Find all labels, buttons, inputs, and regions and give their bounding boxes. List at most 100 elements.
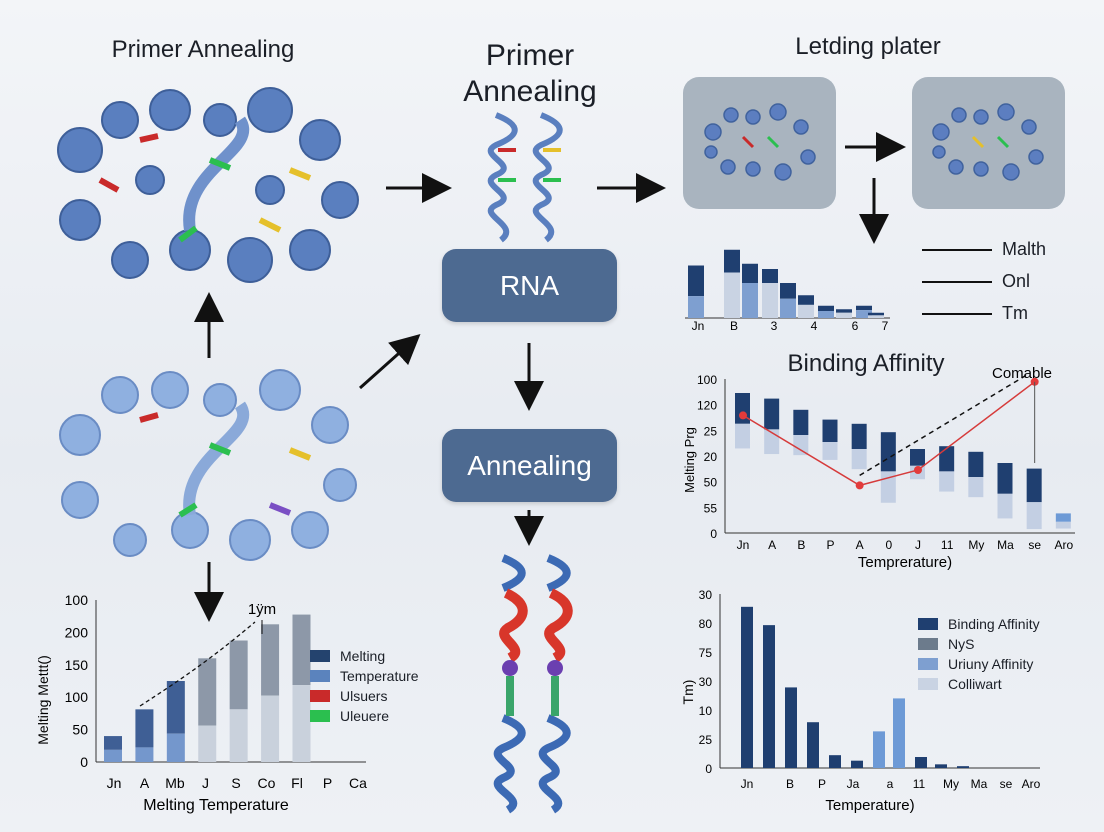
br-bar — [807, 722, 819, 768]
bl-bar-melting — [261, 624, 280, 696]
legend-item: NyS — [918, 634, 1040, 654]
ba-bar-high — [851, 423, 867, 449]
bl-bar-melting — [104, 736, 122, 750]
annealing-box: Annealing — [442, 429, 617, 502]
legend-label: Ulsuers — [340, 688, 388, 704]
legend-item: Temperature — [310, 666, 419, 686]
bl-tick: Ca — [349, 775, 367, 791]
tr-bar-high — [836, 309, 852, 313]
br-bar — [763, 625, 775, 768]
ba-dashed-trend — [859, 373, 1030, 477]
tr-legend-2: Onl — [1002, 271, 1031, 291]
legend-item: Colliwart — [918, 674, 1040, 694]
legend-label: Temperature — [340, 668, 419, 684]
helix-bottom — [493, 554, 573, 814]
legend-swatch — [310, 710, 330, 722]
tr-bar-low — [688, 296, 704, 318]
legend-item: Uleuere — [310, 706, 419, 726]
bl-bar-melting — [135, 709, 154, 748]
br-bar — [957, 766, 969, 768]
tr-bar-high — [724, 249, 740, 273]
bl-bar-temperature — [104, 749, 122, 762]
legend-swatch — [310, 650, 330, 662]
tr-bar-high — [798, 295, 814, 305]
bl-ytick: 0 — [80, 754, 88, 770]
br-ytick: 0 — [705, 762, 712, 776]
ba-bar-high — [910, 449, 925, 466]
ba-bar-low — [793, 435, 809, 456]
tr-bar-high — [688, 265, 704, 297]
br-ytick: 30 — [699, 675, 713, 689]
ba-bar-high — [1026, 468, 1042, 503]
tr-legend-3: Tm — [1002, 303, 1028, 323]
br-ytick: 10 — [699, 704, 713, 718]
br-tick: P — [818, 777, 826, 791]
bl-bar-temperature — [135, 747, 154, 762]
bl-bar-temperature — [166, 733, 185, 762]
ba-bar-low — [851, 449, 867, 470]
tr-bar-low — [742, 283, 758, 318]
bl-tick: Co — [258, 775, 276, 791]
br-bar — [915, 757, 927, 768]
legend-label: NyS — [948, 636, 975, 652]
title-center: Primer Annealing — [463, 39, 597, 108]
ba-bar-high — [822, 419, 838, 442]
bl-ytick: 50 — [72, 722, 88, 738]
legend-item: Uriuny Affinity — [918, 654, 1040, 674]
panel-left — [683, 77, 836, 209]
ba-ytick: 120 — [697, 399, 717, 413]
tr-legend-lines — [922, 249, 992, 315]
ba-annotation: Comable — [992, 365, 1052, 382]
title-right: Letding plater — [795, 33, 941, 60]
ba-bar-high — [764, 398, 780, 430]
bl-bar-temperature — [229, 709, 248, 762]
panel-molecules — [704, 103, 1044, 181]
tr-tick: 4 — [811, 319, 818, 332]
ba-bar-low — [822, 442, 838, 460]
legend-item: Melting — [310, 646, 419, 666]
legend-item: Ulsuers — [310, 686, 419, 706]
br-bar — [829, 755, 841, 768]
tr-bar-low — [780, 298, 796, 318]
tr-tick: Jn — [692, 319, 705, 332]
binding-title: Binding Affinity — [787, 350, 945, 377]
legend-label: Uriuny Affinity — [948, 656, 1034, 672]
tr-tick: 6 — [852, 319, 859, 332]
rna-box: RNA — [442, 249, 617, 322]
bl-trend — [139, 621, 256, 707]
ba-tick: My — [968, 538, 984, 552]
molecule-mid-left — [59, 369, 357, 561]
tr-bar-low — [798, 304, 814, 318]
br-bar — [873, 731, 885, 768]
title-left: Primer Annealing — [111, 36, 295, 63]
bl-tick: Jn — [107, 775, 122, 791]
legend-label: Uleuere — [340, 708, 390, 724]
tr-legend-1: Malth — [1002, 239, 1047, 259]
tr-bar-high — [742, 263, 758, 283]
tr-bar-low — [724, 272, 740, 318]
ba-bar-low — [968, 477, 984, 498]
ba-line-point — [1030, 377, 1039, 386]
ba-bar-low — [1026, 502, 1042, 530]
ba-line-point — [855, 481, 864, 490]
tr-bar-high — [780, 283, 796, 299]
ba-line-point — [739, 411, 747, 420]
ba-ytick: 55 — [704, 501, 718, 515]
br-bar — [893, 698, 905, 768]
ba-bar-low — [939, 471, 955, 492]
ba-tick: 0 — [885, 538, 892, 552]
tr-tick: 3 — [771, 319, 778, 332]
bl-bar-melting — [229, 640, 248, 710]
helix-top — [487, 112, 563, 243]
br-bar — [785, 687, 797, 768]
bl-ytick: 150 — [65, 657, 89, 673]
tr-tick: 7 — [882, 319, 889, 332]
ba-bar-high — [968, 451, 984, 477]
tr-bar-low — [818, 311, 834, 318]
br-bar — [741, 606, 753, 768]
bl-bar-temperature — [261, 695, 280, 762]
legend-swatch — [310, 690, 330, 702]
